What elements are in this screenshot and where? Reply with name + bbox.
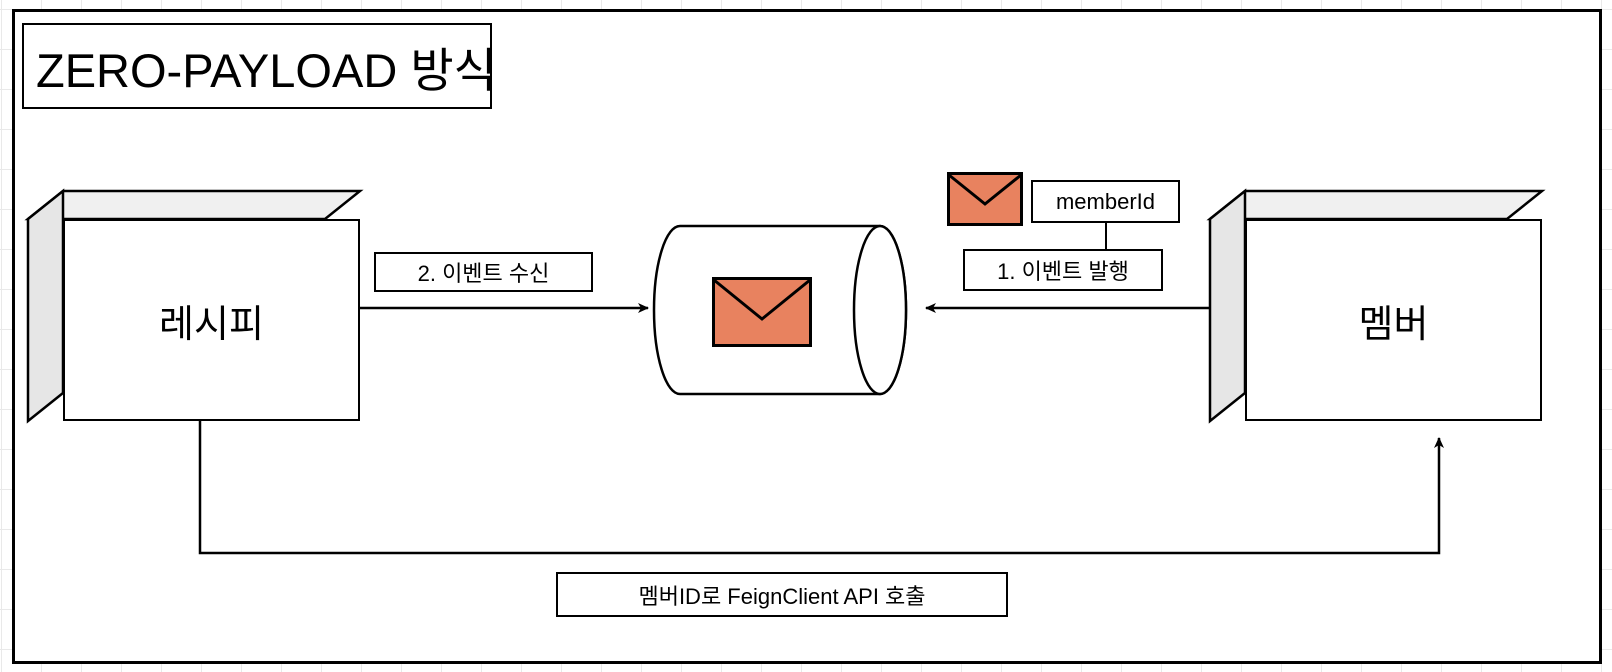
diagram-title: ZERO-PAYLOAD 방식 [22,23,497,109]
envelope-icon [712,277,812,347]
edge-label-event-receive: 2. 이벤트 수신 [374,252,593,292]
annotation-member-id: memberId [1031,180,1180,223]
envelope-icon [947,172,1023,226]
node-recipe[interactable]: 레시피 [28,191,360,421]
node-recipe-label: 레시피 [63,219,360,421]
node-member-label: 멤버 [1245,219,1542,421]
node-member[interactable]: 멤버 [1210,191,1542,421]
edge-label-event-publish: 1. 이벤트 발행 [963,249,1163,291]
edge-label-feign-call: 멤버ID로 FeignClient API 호출 [556,572,1008,617]
